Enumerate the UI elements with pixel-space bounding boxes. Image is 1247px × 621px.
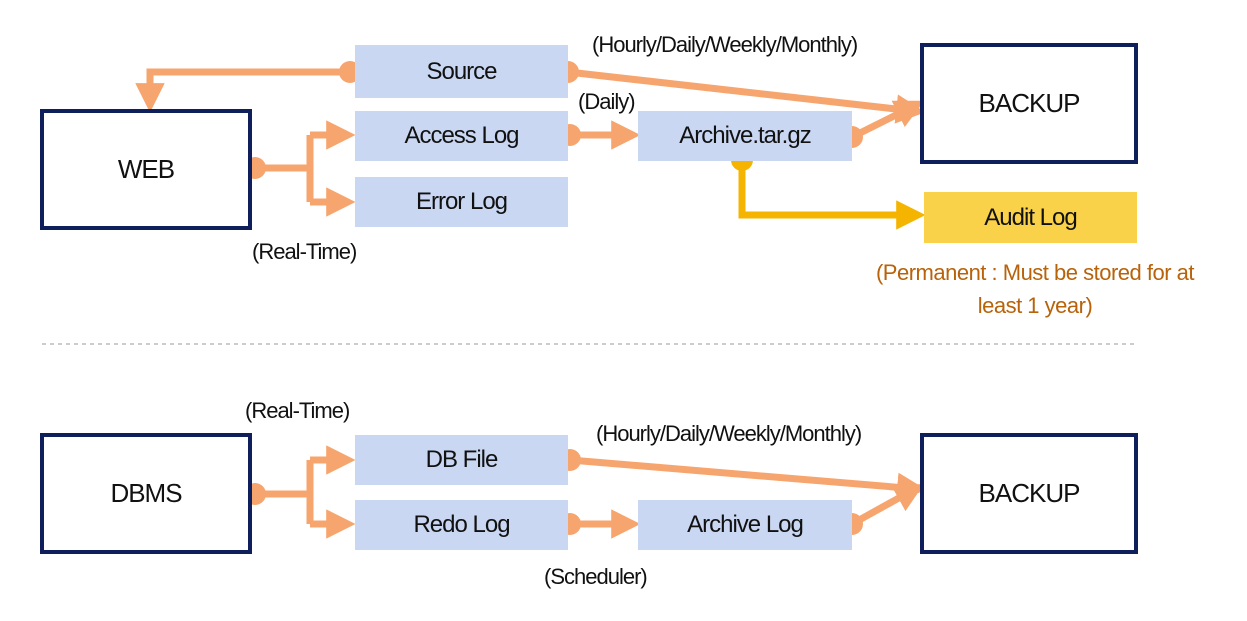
dbms-box: DBMS (40, 433, 252, 554)
source-to-backup-arrow (567, 68, 926, 124)
scheduler-label: (Scheduler) (544, 564, 648, 589)
archive-to-audit-arrow (738, 160, 926, 230)
dbms-label: DBMS (110, 478, 182, 508)
bottom-frequency-label: (Hourly/Daily/Weekly/Monthly) (596, 421, 862, 446)
top-backup-label: BACKUP (978, 88, 1081, 118)
source-to-web-arrow (135, 68, 350, 113)
error-log-label: Error Log (415, 188, 508, 215)
redo-log-block: Redo Log (355, 500, 568, 550)
audit-log-block: Audit Log (924, 192, 1137, 243)
daily-label: (Daily) (578, 89, 636, 114)
audit-log-label: Audit Log (984, 203, 1077, 231)
source-label: Source (426, 57, 497, 85)
top-backup-box: BACKUP (920, 43, 1138, 164)
permanent-note-line2: least 1 year) (977, 293, 1093, 318)
access-log-label: Access Log (404, 122, 519, 149)
archive-log-block: Archive Log (638, 500, 852, 550)
top-frequency-label: (Hourly/Daily/Weekly/Monthly) (592, 32, 858, 57)
top-realtime-label: (Real-Time) (252, 239, 357, 264)
web-label: WEB (117, 154, 175, 184)
bottom-backup-box: BACKUP (920, 433, 1138, 554)
db-file-label: DB File (425, 446, 499, 473)
source-block: Source (355, 45, 568, 98)
dbfile-to-backup-arrow (569, 456, 927, 502)
bottom-backup-label: BACKUP (978, 478, 1081, 508)
bottom-realtime-label: (Real-Time) (245, 398, 350, 423)
archive-log-label: Archive Log (687, 511, 804, 538)
db-file-block: DB File (355, 435, 568, 485)
error-log-block: Error Log (355, 177, 568, 227)
archive-block: Archive.tar.gz (638, 111, 852, 161)
redo-log-label: Redo Log (413, 511, 510, 538)
archive-label: Archive.tar.gz (679, 122, 811, 149)
permanent-note-line1: (Permanent : Must be stored for at (875, 260, 1195, 285)
permanent-note: (Permanent : Must be stored for at least… (830, 256, 1240, 322)
web-box: WEB (40, 109, 252, 230)
access-log-block: Access Log (355, 111, 568, 161)
